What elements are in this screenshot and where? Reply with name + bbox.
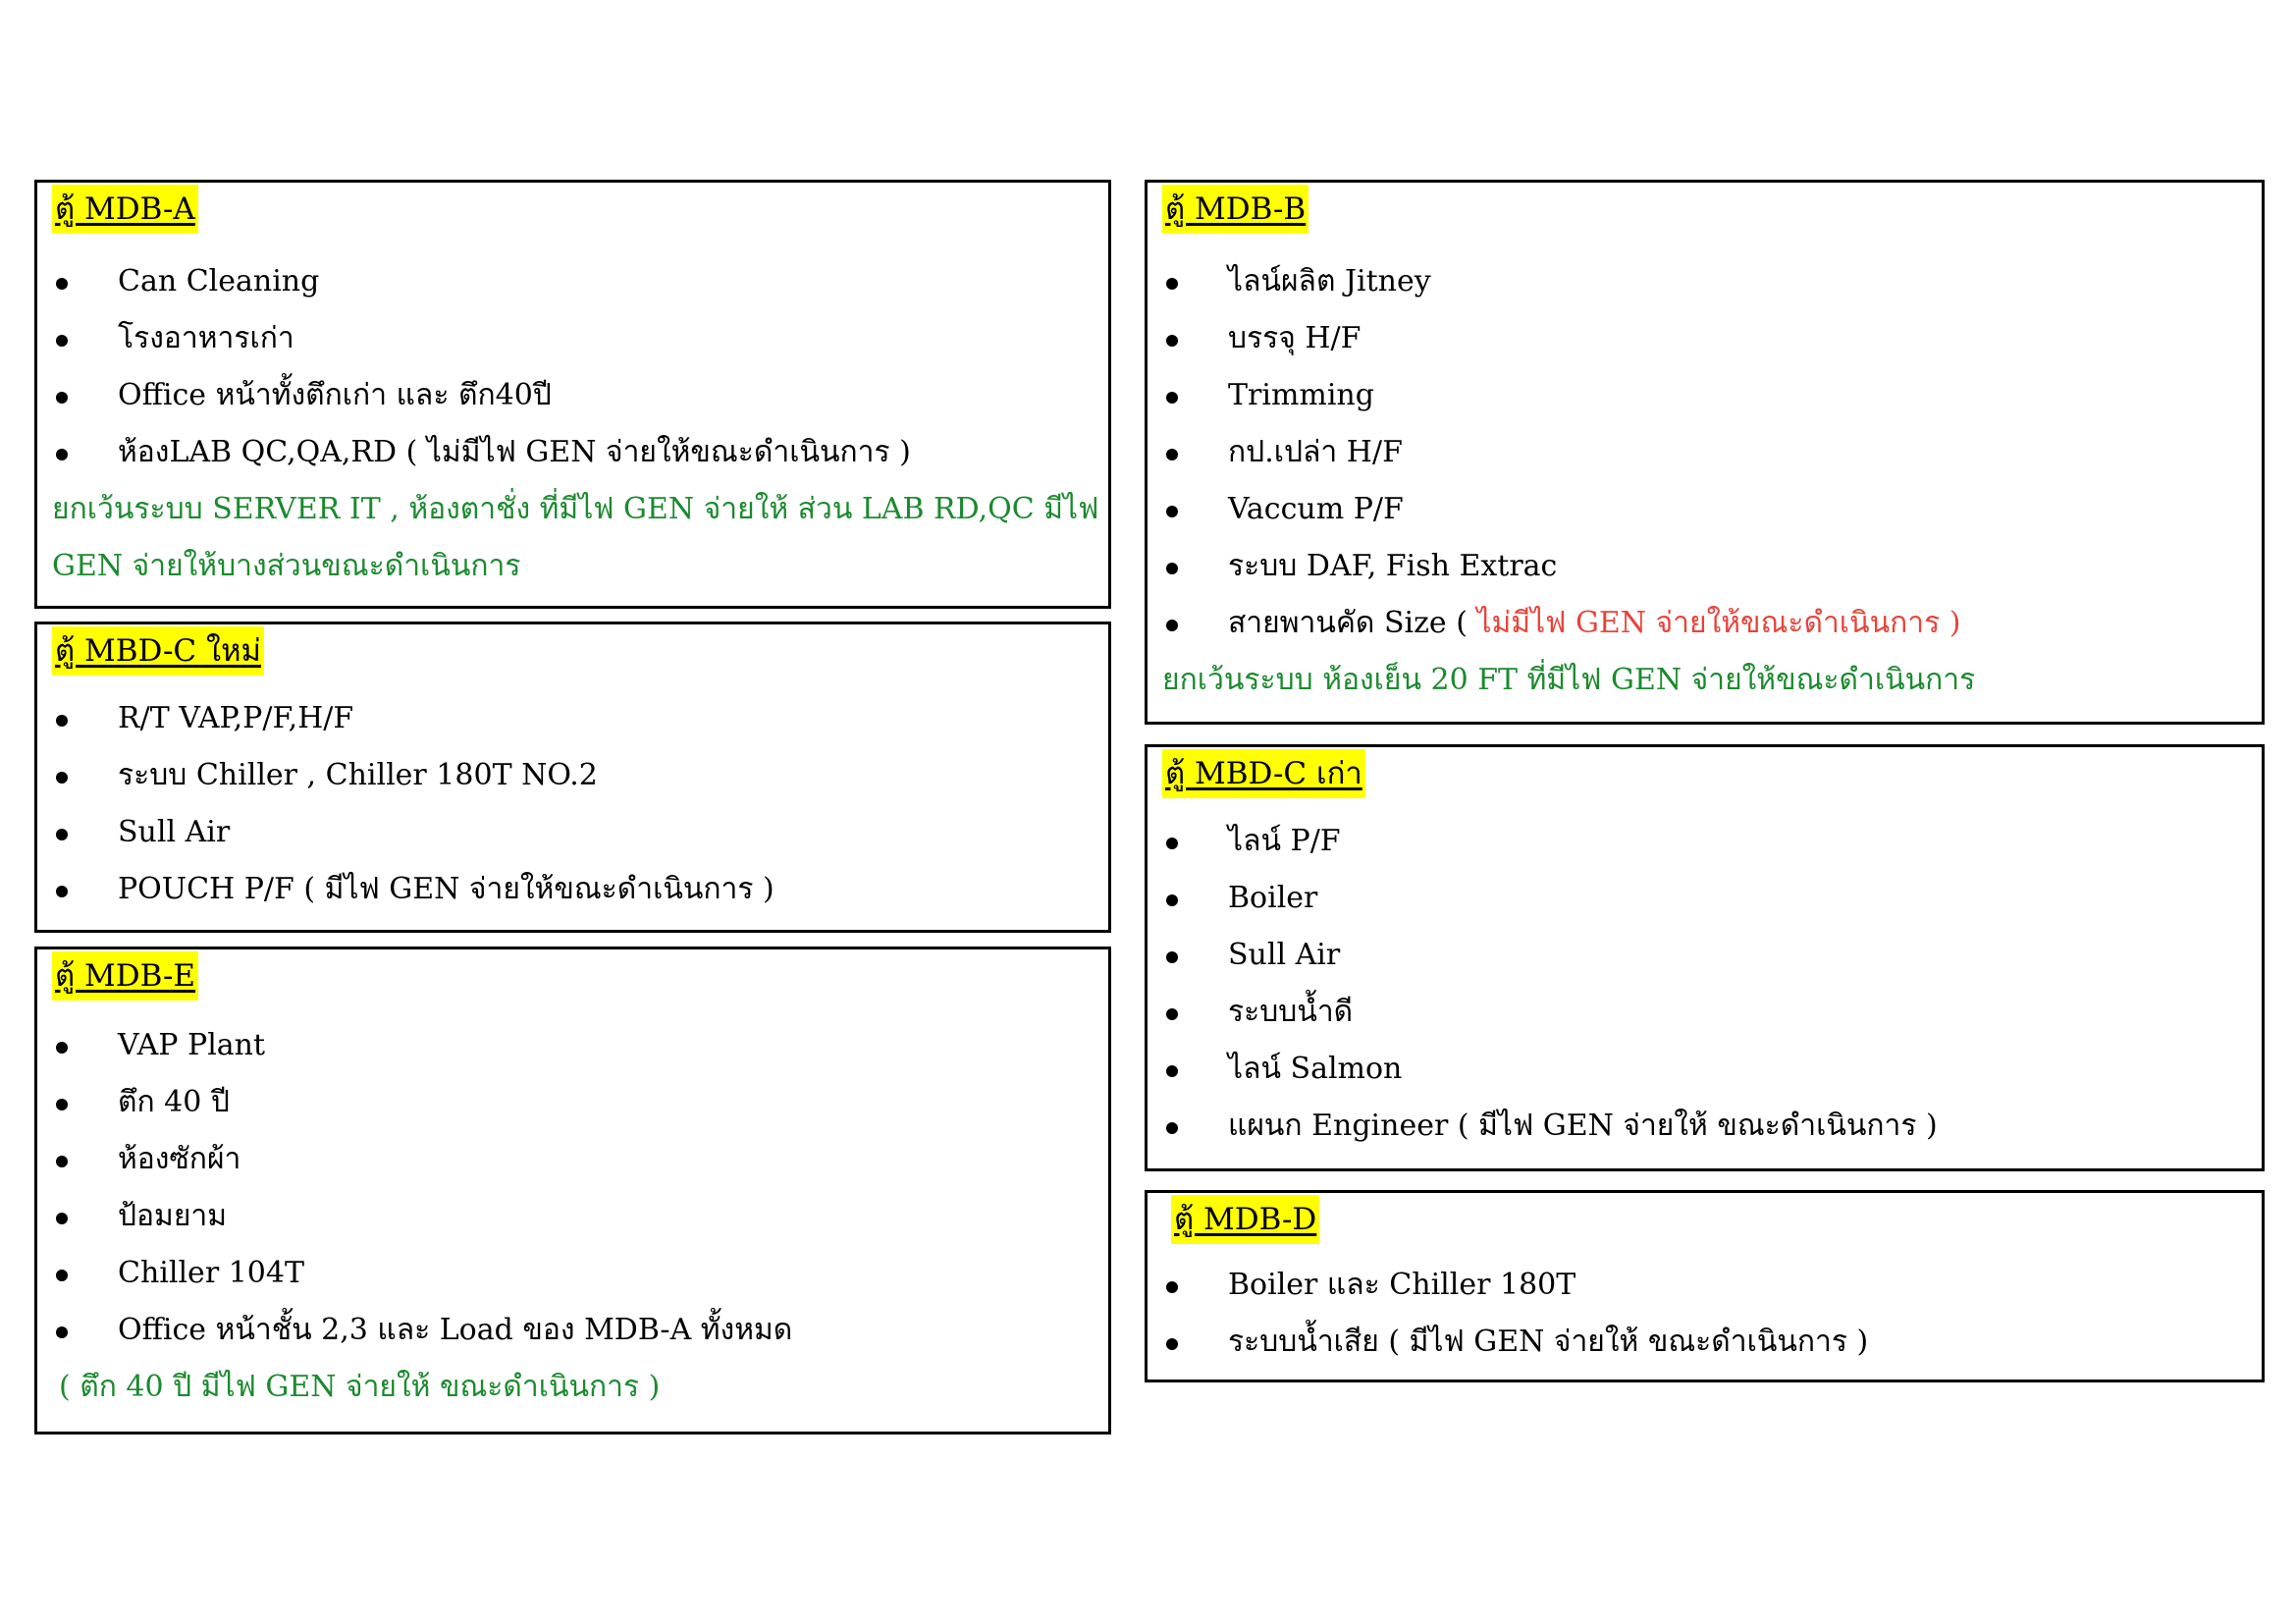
bullet-icon xyxy=(1166,1008,1178,1020)
bullet-icon xyxy=(56,1042,68,1054)
mdb-b-title: ตู้ MDB-B xyxy=(1162,185,1309,234)
bullet-icon xyxy=(1166,838,1178,849)
bullet-icon xyxy=(56,715,68,727)
bullet-icon xyxy=(56,1156,68,1167)
mbd-c-new-box: ตู้ MBD-C ใหม่ R/T VAP,P/F,H/F ระบบ Chil… xyxy=(34,622,1111,933)
mdb-a-note-line2: GEN จ่ายให้บางส่วนขณะดำเนินการ xyxy=(52,549,521,583)
bullet-icon xyxy=(1166,335,1178,347)
bullet-icon xyxy=(1166,392,1178,404)
mdb-b-box: ตู้ MDB-B ไลน์ผลิต Jitney บรรจุ H/F Trim… xyxy=(1145,180,2265,725)
bullet-icon xyxy=(1166,620,1178,631)
mdb-b-note: ยกเว้นระบบ ห้องเย็น 20 FT ที่มีไฟ GEN จ่… xyxy=(1162,663,1976,697)
bullet-icon xyxy=(56,1213,68,1224)
mdb-a-title: ตู้ MDB-A xyxy=(52,185,198,234)
mdb-a-box: ตู้ MDB-A Can Cleaning โรงอาหารเก่า Offi… xyxy=(34,180,1111,609)
bullet-icon xyxy=(56,392,68,404)
mdb-d-box: ตู้ MDB-D Boiler และ Chiller 180T ระบบน้… xyxy=(1145,1190,2265,1382)
bullet-icon xyxy=(56,1270,68,1281)
bullet-icon xyxy=(1166,506,1178,517)
item-text-prefix: สายพานคัด Size ( xyxy=(1228,606,1468,640)
mdb-a-note-line1: ยกเว้นระบบ SERVER IT , ห้องตาชั่ง ที่มีไ… xyxy=(52,492,1099,526)
mbd-c-old-title: ตู้ MBD-C เก่า xyxy=(1162,749,1365,798)
bullet-icon xyxy=(56,449,68,460)
no-gen-warning: ไม่มีไฟ GEN จ่ายให้ขณะดำเนินการ ) xyxy=(1467,606,1961,640)
bullet-icon xyxy=(1166,449,1178,460)
mdb-d-title: ตู้ MDB-D xyxy=(1171,1195,1320,1244)
mdb-e-note: ( ตึก 40 ปี มีไฟ GEN จ่ายให้ ขณะดำเนินกา… xyxy=(59,1370,661,1404)
bullet-icon xyxy=(1166,278,1178,290)
bullet-icon xyxy=(56,1326,68,1338)
bullet-icon xyxy=(56,772,68,784)
mdb-e-box: ตู้ MDB-E VAP Plant ตึก 40 ปี ห้องซักผ้า… xyxy=(34,947,1111,1435)
bullet-icon xyxy=(56,886,68,897)
bullet-icon xyxy=(56,335,68,347)
bullet-icon xyxy=(1166,1338,1178,1350)
bullet-icon xyxy=(56,1099,68,1110)
bullet-icon xyxy=(56,829,68,840)
bullet-icon xyxy=(1166,894,1178,906)
bullet-icon xyxy=(1166,563,1178,574)
bullet-icon xyxy=(56,278,68,290)
mdb-e-title: ตู้ MDB-E xyxy=(52,951,199,1001)
mbd-c-old-box: ตู้ MBD-C เก่า ไลน์ P/F Boiler Sull Air … xyxy=(1145,744,2265,1171)
bullet-icon xyxy=(1166,951,1178,963)
mbd-c-new-title: ตู้ MBD-C ใหม่ xyxy=(52,626,264,676)
bullet-icon xyxy=(1166,1065,1178,1077)
bullet-icon xyxy=(1166,1122,1178,1134)
bullet-icon xyxy=(1166,1281,1178,1293)
